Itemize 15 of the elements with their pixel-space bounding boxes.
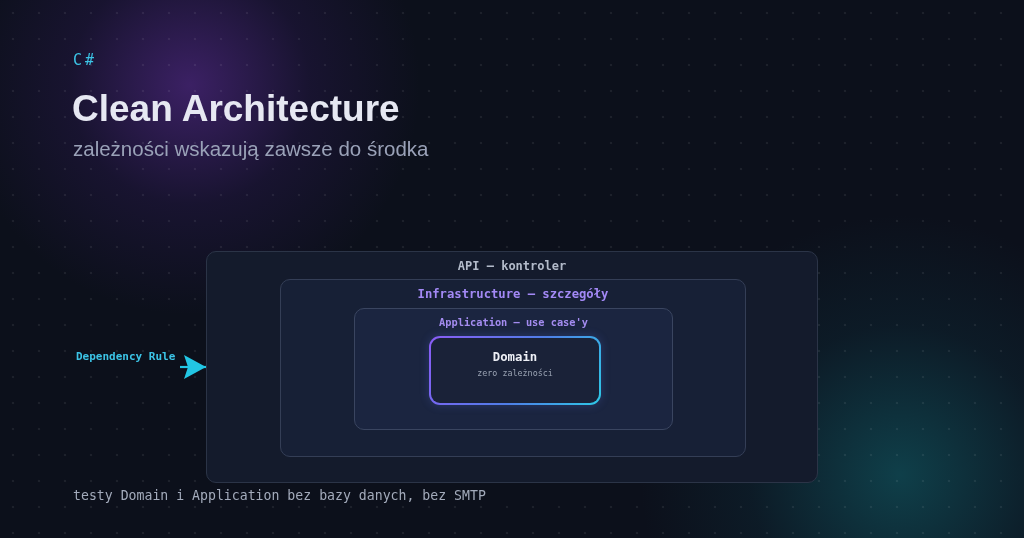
subtitle: zależności wskazują zawsze do środka [73, 137, 429, 161]
layer-box [206, 251, 818, 483]
page-title: Clean Architecture [72, 88, 400, 131]
topic-label: C# [73, 51, 98, 69]
layer-heading: Infrastructure — szczegóły [417, 287, 609, 302]
layer-box [354, 308, 673, 430]
layer-heading: Domain [492, 350, 538, 365]
layer-heading: API — kontroler [457, 259, 567, 274]
layer-box [280, 279, 746, 457]
rule-label: Dependency Rule [76, 349, 180, 370]
footnote: testy Domain i Application bez bazy danych, bez SMTP [73, 488, 486, 503]
arrow [180, 355, 206, 379]
layer-heading: Application — use case'y [439, 316, 588, 329]
core-layer-box [429, 336, 601, 405]
layer-note: zero zależności [477, 367, 553, 378]
